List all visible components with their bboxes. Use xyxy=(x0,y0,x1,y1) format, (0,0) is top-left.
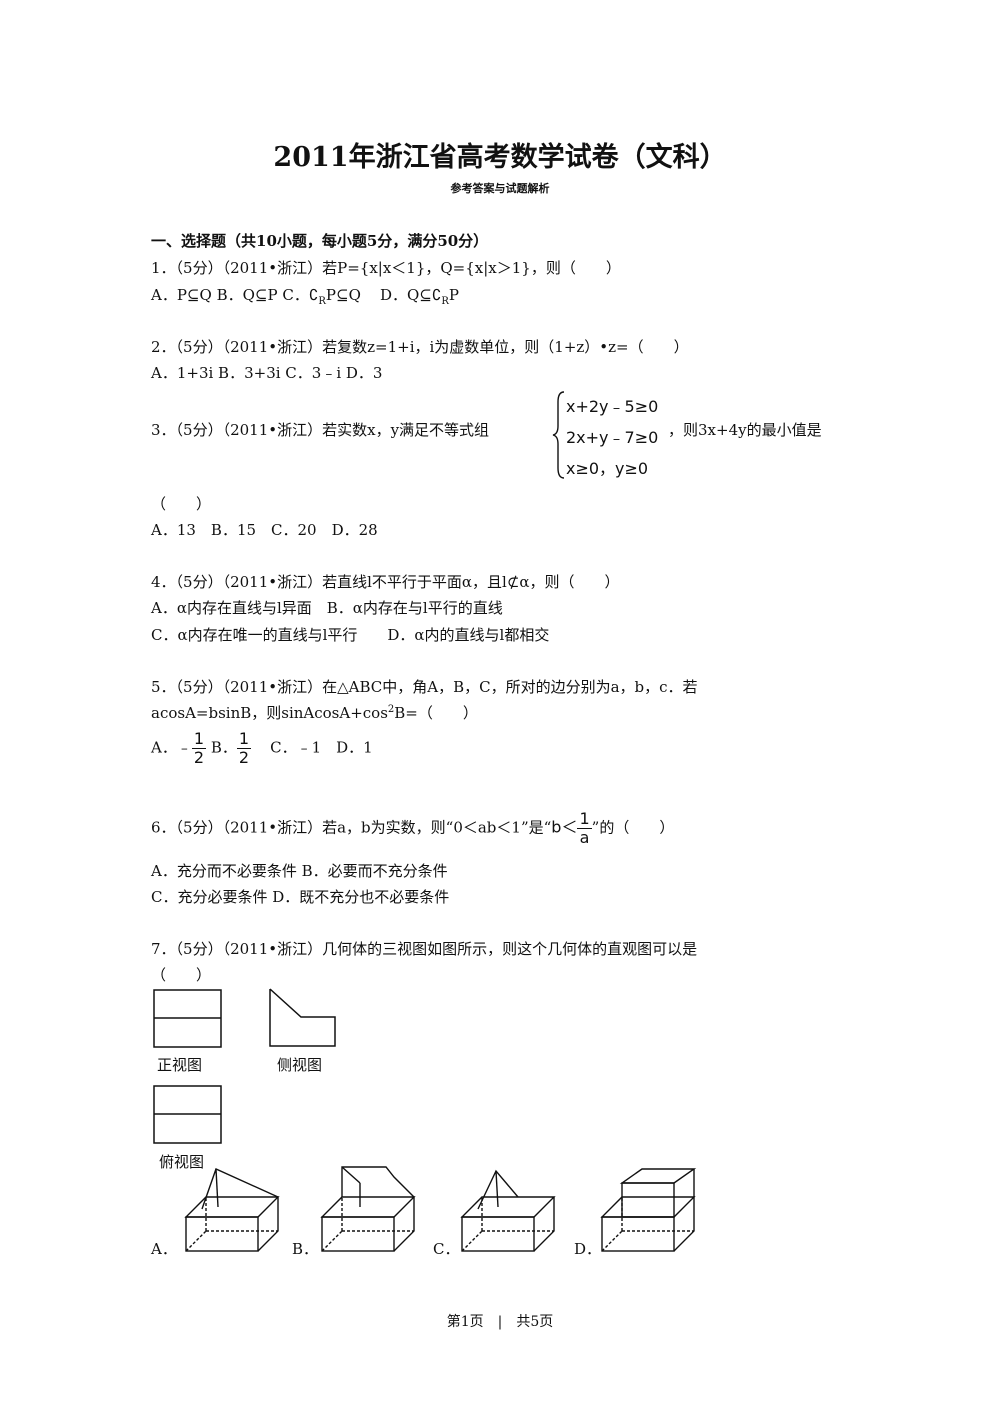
q4-options-line2: C．α内存在唯一的直线与l平行 D．α内的直线与l都相交 xyxy=(151,626,550,644)
side-view-figure xyxy=(269,988,336,1047)
page-title: 2011年浙江省高考数学试卷（文科） xyxy=(273,142,727,173)
q7-option-b-label: B． xyxy=(292,1240,319,1258)
q1-option-b: B．Q⊆P xyxy=(216,286,278,304)
q5-condition: acosA=bsinB，则sinAcosA+cos2B=（ ） xyxy=(151,704,478,722)
page-subtitle: 参考答案与试题解析 xyxy=(450,182,550,195)
q3-tail: ，则3x+4y的最小值是 xyxy=(668,421,822,439)
page-footer: 第1页 | 共5页 xyxy=(446,1314,554,1330)
side-view-label: 侧视图 xyxy=(277,1056,323,1074)
section-heading: 一、选择题（共10小题，每小题5分，满分50分） xyxy=(151,232,489,250)
q3-inequality-1: x+2y﹣5≥0 xyxy=(566,397,659,416)
q3-paren: （ ） xyxy=(151,495,212,513)
q7-option-d-figure xyxy=(600,1168,697,1252)
q5-option-b: B． xyxy=(210,738,237,757)
q1-options: A．P⊆Q B．Q⊆P C．∁RP⊆Q D．Q⊆∁RP xyxy=(151,284,459,307)
q7-option-b-figure xyxy=(320,1166,416,1252)
q5-stem: 5．（5分）（2011•浙江）在△ABC中，角A，B，C，所对的边分别为a，b，… xyxy=(151,678,698,696)
q6-options-line2: C．充分必要条件 D．既不充分也不必要条件 xyxy=(151,888,450,906)
q4-stem: 4．（5分）（2011•浙江）若直线l不平行于平面α，且l⊄α，则（ ） xyxy=(151,573,620,591)
q1-option-c: C．∁RP⊆Q xyxy=(282,286,361,307)
q3-stem: 3．（5分）（2011•浙江）若实数x，y满足不等式组 xyxy=(151,421,490,439)
front-view-figure xyxy=(153,989,222,1048)
q7-paren: （ ） xyxy=(151,966,212,984)
front-view-label: 正视图 xyxy=(157,1056,203,1074)
q5-option-a: A．﹣ xyxy=(151,738,192,757)
q7-option-c-label: C． xyxy=(433,1240,460,1258)
q3-options: A．13 B．15 C．20 D．28 xyxy=(151,521,378,539)
q5-option-cd: C．﹣1 D．1 xyxy=(270,738,373,757)
q7-option-a-label: A． xyxy=(151,1240,177,1258)
top-view-label: 俯视图 xyxy=(159,1153,205,1171)
brace-icon xyxy=(552,391,565,479)
q7-option-a-figure xyxy=(184,1168,280,1252)
q1-option-d: D．Q⊆∁RP xyxy=(379,286,460,307)
q7-stem: 7．（5分）（2011•浙江）几何体的三视图如图所示，则这个几何体的直观图可以是 xyxy=(151,940,698,958)
q1-stem: 1．（5分）（2011•浙江）若P={x|x＜1}，Q={x|x＞1}，则（ ） xyxy=(151,259,621,277)
q2-stem: 2．（5分）（2011•浙江）若复数z=1+i，i为虚数单位，则（1+z）•z=… xyxy=(151,338,689,356)
q2-options: A．1+3i B．3+3i C．3﹣i D．3 xyxy=(151,364,383,382)
q7-option-d-label: D． xyxy=(574,1240,602,1258)
q3-inequality-3: x≥0，y≥0 xyxy=(566,459,649,478)
top-view-figure xyxy=(153,1085,222,1144)
q4-options-line1: A．α内存在直线与l异面 B．α内存在与l平行的直线 xyxy=(151,599,503,617)
q7-option-c-figure xyxy=(460,1169,556,1252)
q6-options-line1: A．充分而不必要条件 B．必要而不充分条件 xyxy=(151,862,448,880)
q3-inequality-2: 2x+y﹣7≥0 xyxy=(566,428,659,447)
q1-option-a: A．P⊆Q xyxy=(151,286,212,304)
